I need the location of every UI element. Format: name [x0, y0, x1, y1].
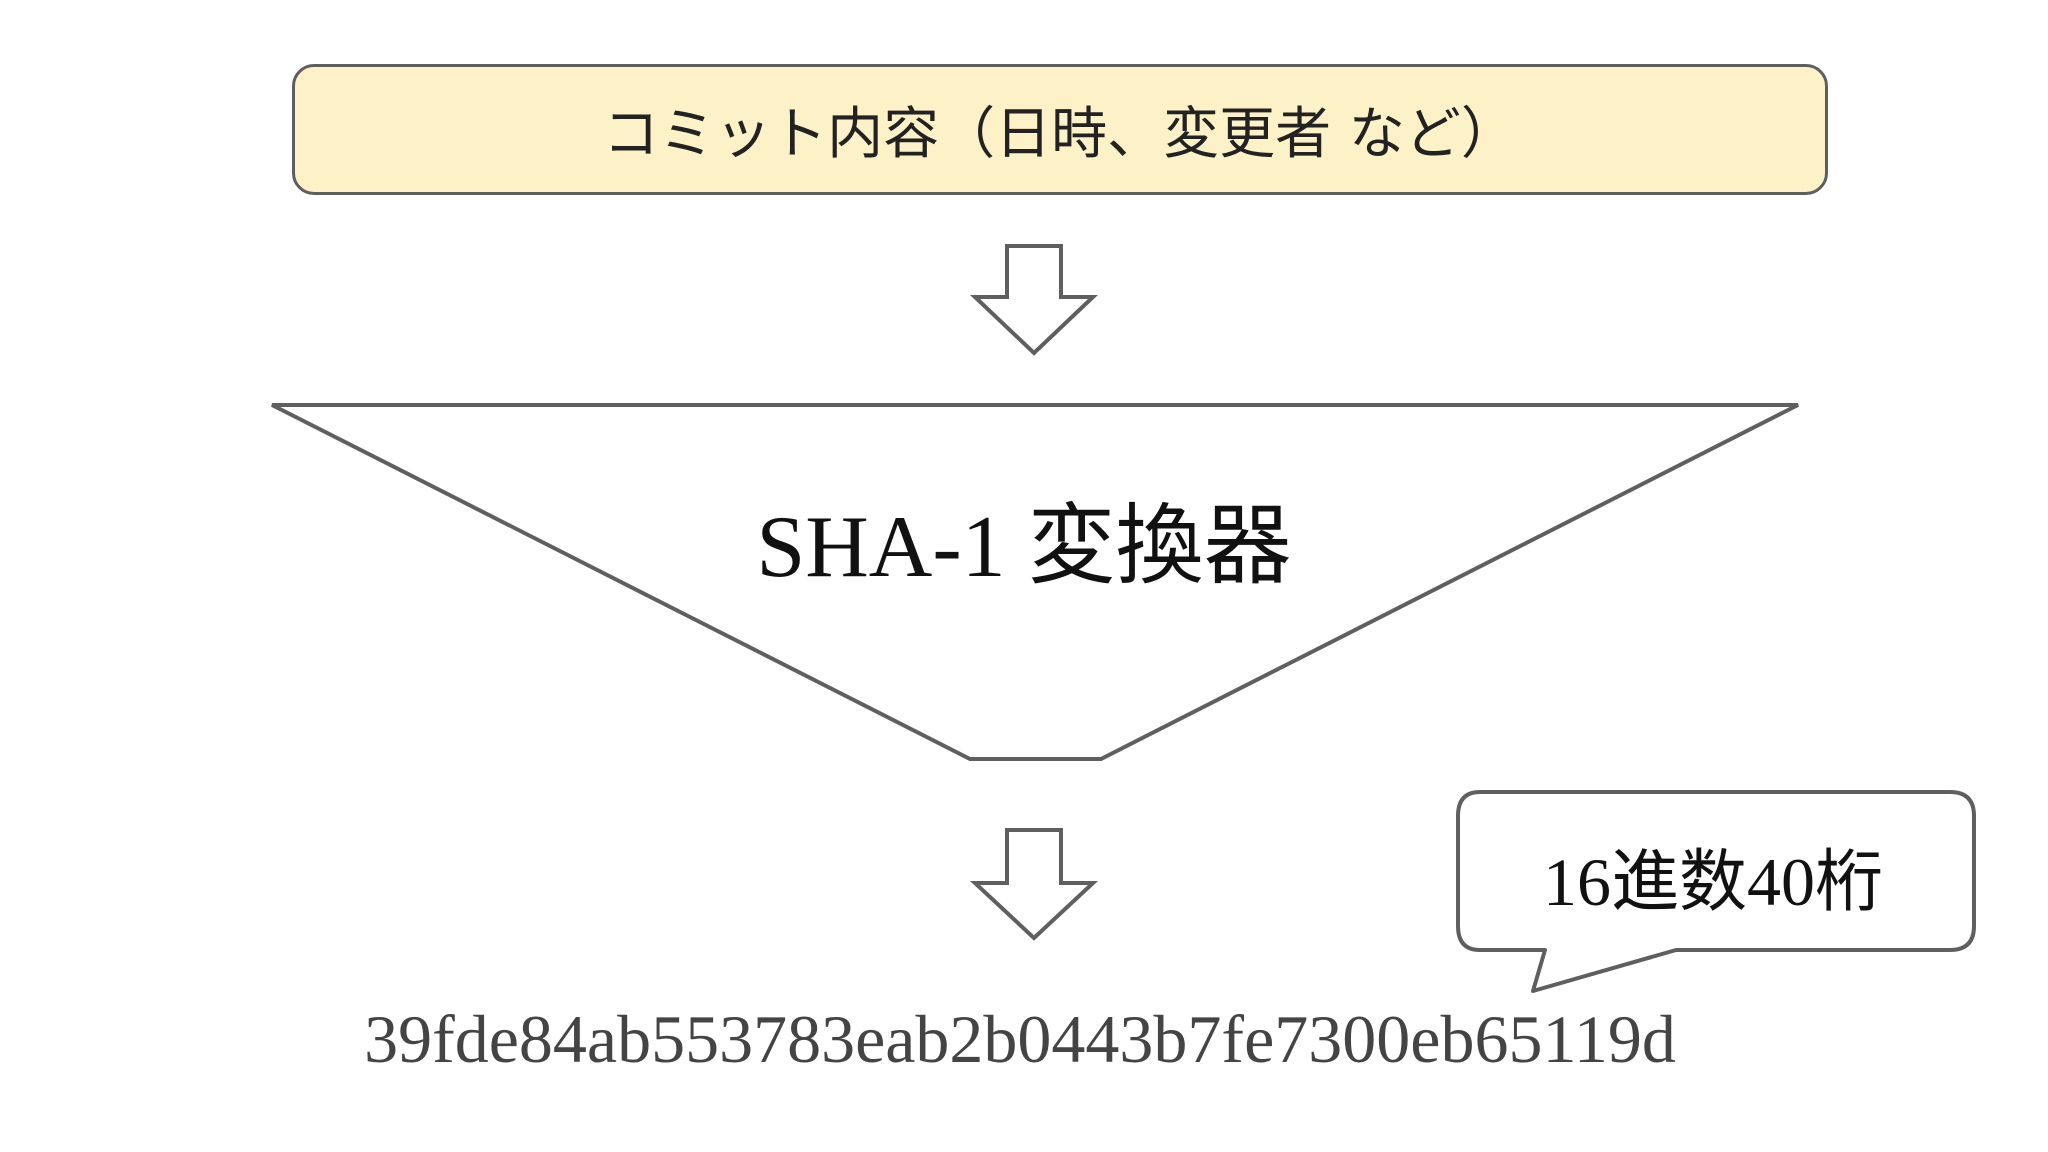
callout-label: 16進数40桁 [1542, 844, 1883, 920]
converter-label: SHA-1 変換器 [756, 499, 1292, 596]
down-arrow-icon [969, 244, 1099, 356]
speech-bubble [1456, 790, 1976, 993]
commit-content-label: コミット内容（日時、変更者 など） [603, 102, 1517, 167]
converter-funnel [271, 403, 1799, 761]
hash-output: 39fde84ab553783eab2b0443b7fe7300eb65119d [364, 1001, 1676, 1077]
down-arrow-icon [969, 828, 1099, 941]
commit-content-box: コミット内容（日時、変更者 など） [292, 64, 1828, 195]
